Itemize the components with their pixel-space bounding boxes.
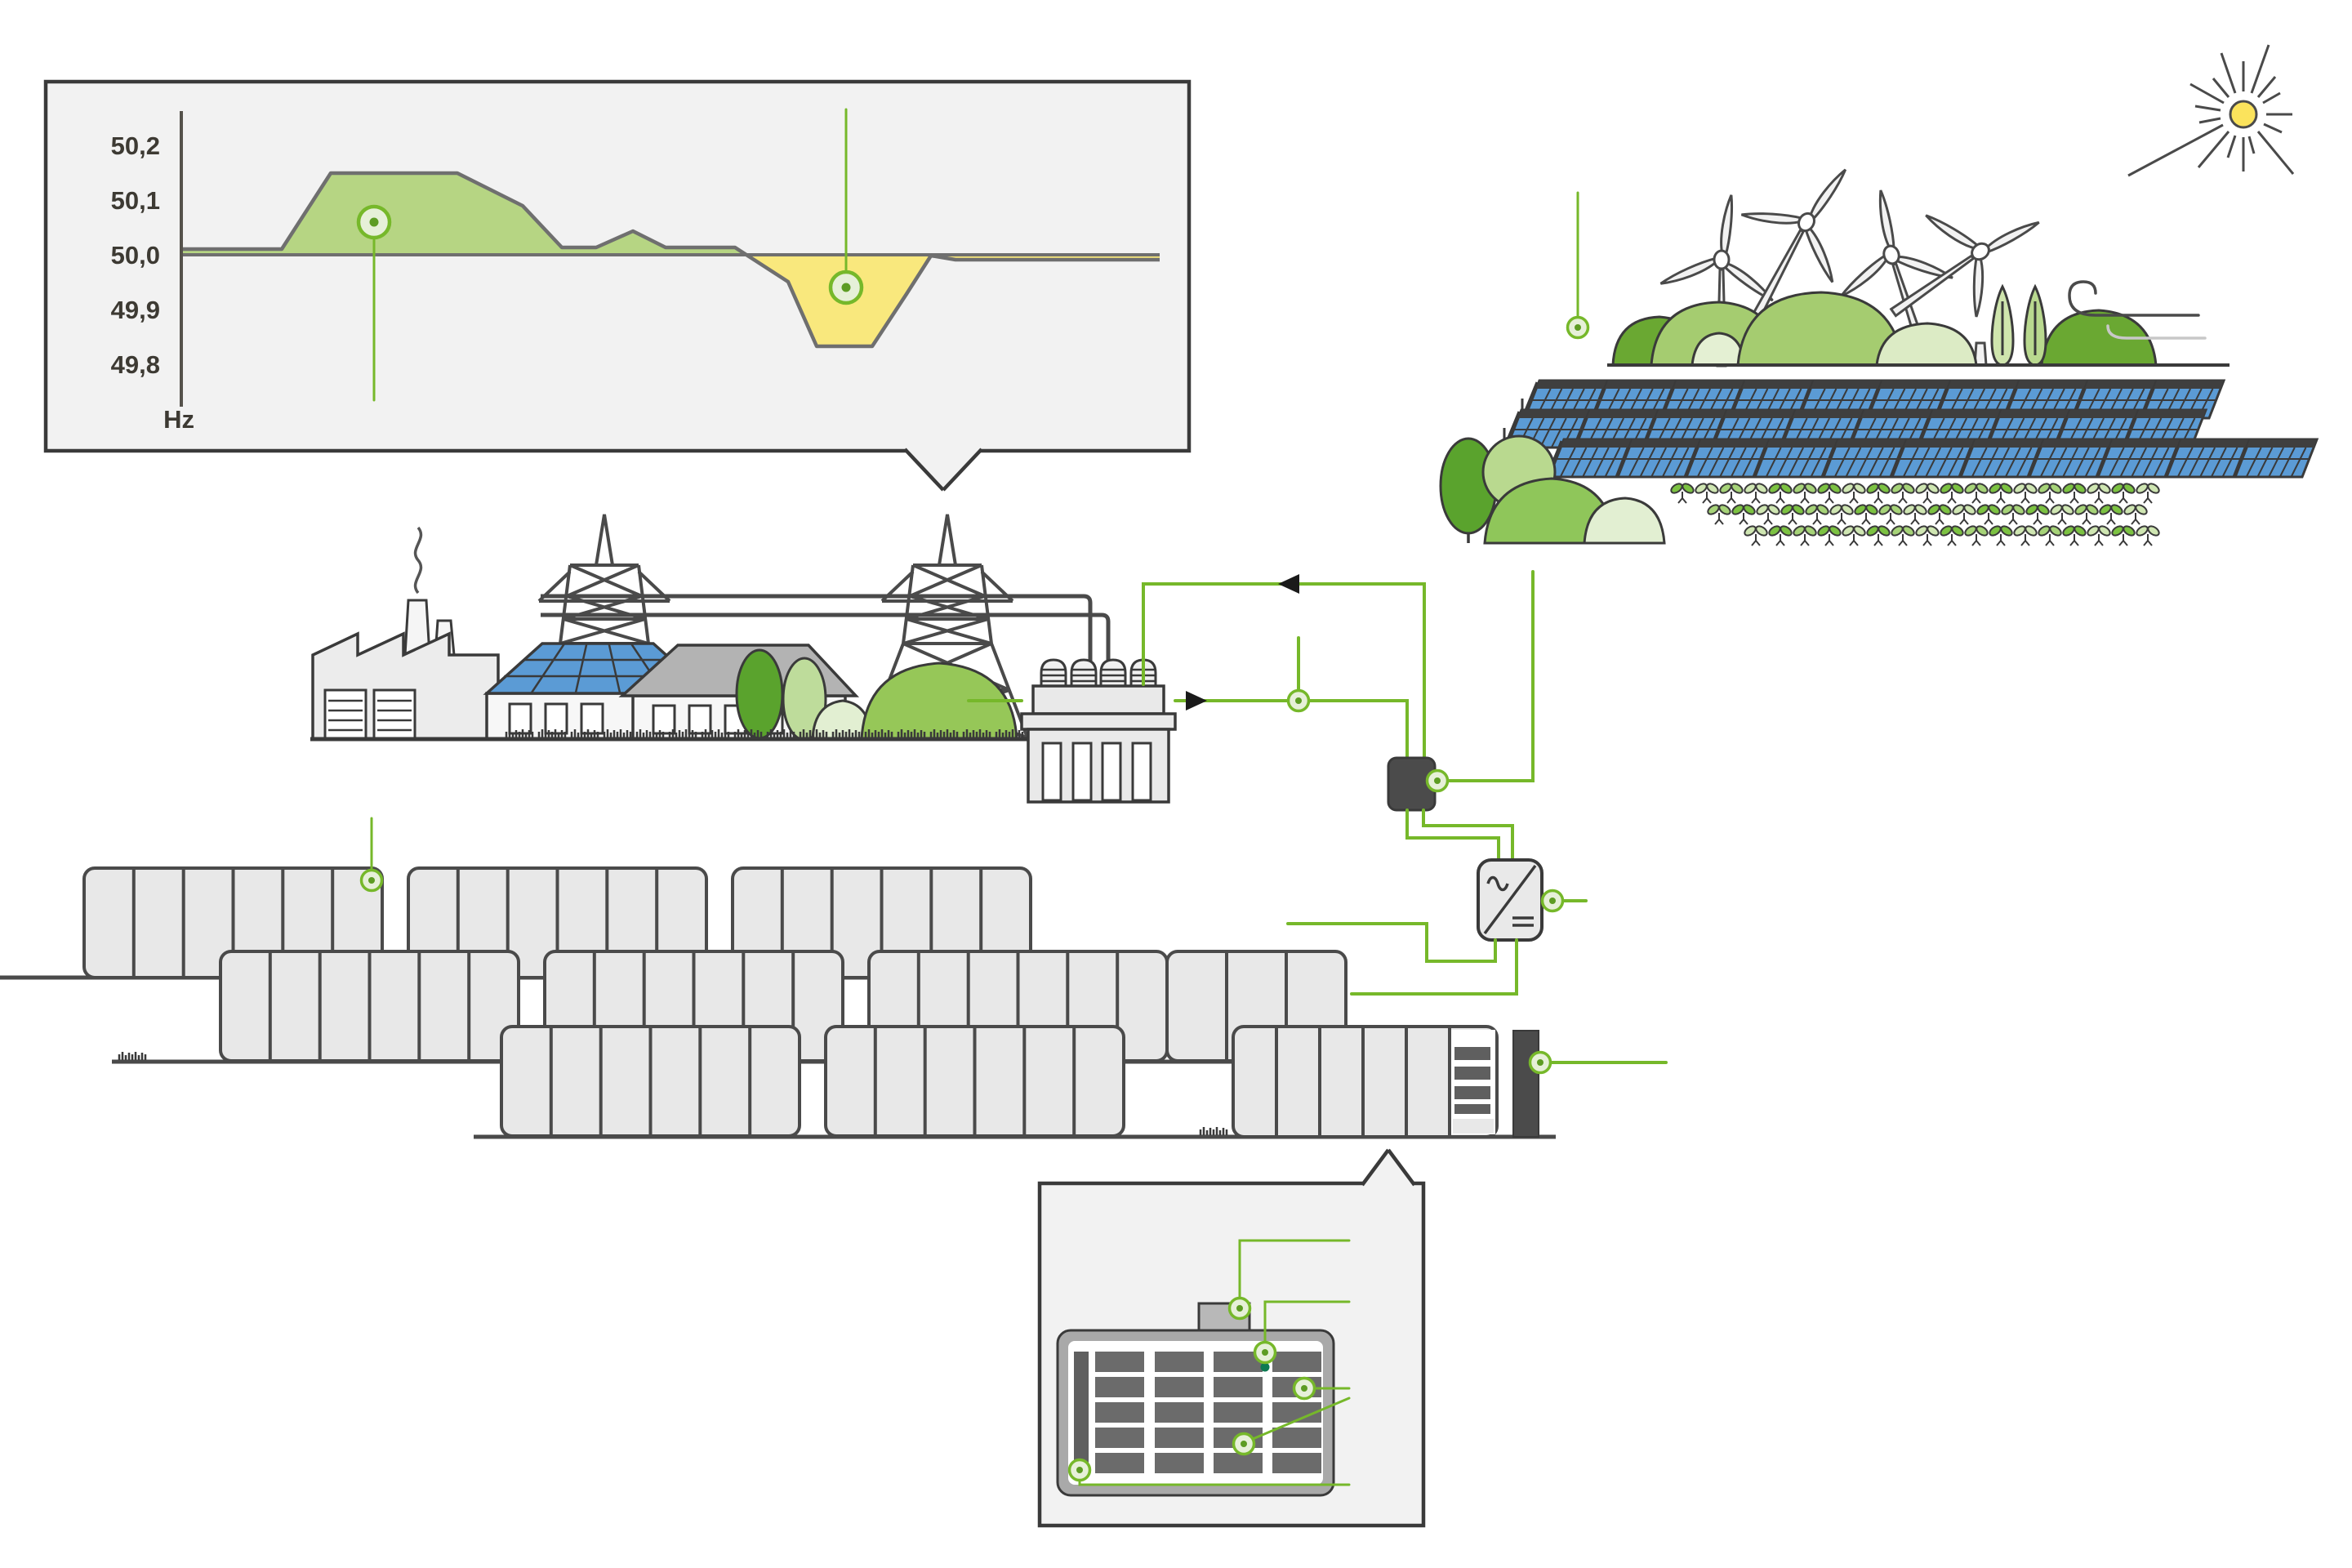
under-frequency-marker-icon [831, 272, 862, 303]
chart-frequency-line [183, 171, 1160, 349]
arrow-right-icon [1186, 691, 1207, 710]
transformer-top-box [1031, 684, 1165, 715]
battery-module-grid [1095, 1352, 1321, 1473]
rack-modules [1454, 1047, 1490, 1114]
tick-50-0: 50,0 [111, 241, 160, 270]
status-dot [1260, 1362, 1270, 1372]
tick-49-9: 49,9 [111, 296, 160, 324]
smoke-icon [413, 526, 423, 595]
seedling-field [1668, 481, 2162, 546]
metering-node-icon [1286, 688, 1311, 713]
slab-marker-icon [1528, 1050, 1552, 1075]
dc-link-line [1422, 808, 1514, 862]
callout-pointer-up [1362, 1150, 1414, 1187]
control-unit-marker-icon [1425, 768, 1450, 793]
bushing-icons [1040, 658, 1157, 689]
battery-detail-callout [1037, 1148, 1426, 1528]
tree-icon [735, 648, 784, 740]
transformer-fins [1041, 742, 1152, 802]
dc-symbol [1512, 916, 1534, 927]
wind-icon [2068, 280, 2207, 340]
tree-icon [1990, 285, 2015, 367]
rack-controller-column [1074, 1352, 1089, 1474]
battery-container [219, 950, 520, 1062]
transformer-collar [1020, 712, 1177, 731]
callout-pointer [905, 448, 982, 490]
control-circuit [967, 570, 1588, 996]
battery-marker-icon [359, 868, 384, 893]
battery-container [500, 1025, 801, 1138]
tick-49-8: 49,8 [111, 350, 160, 379]
module-marker-icon-2 [1232, 1432, 1256, 1456]
field-transformer-icon [1512, 1030, 1539, 1138]
bush-icon [1583, 497, 1666, 545]
transformer-station [1020, 658, 1177, 804]
renewables-feed-line [1446, 570, 1535, 782]
unit-label-hz: Hz [163, 405, 194, 434]
battery-line-a [1286, 922, 1497, 963]
module-leader-line-2 [1251, 1396, 1351, 1441]
sun-icon [2127, 44, 2295, 177]
sensor-marker-icon [1253, 1340, 1277, 1365]
feed-out-line [1174, 699, 1409, 760]
seedling-row [1705, 502, 2149, 525]
battery-field [0, 817, 1668, 1139]
hvac-leader-line [1238, 1239, 1351, 1299]
over-frequency-marker-icon [359, 207, 390, 238]
ac-symbol [1486, 875, 1509, 892]
tree-icon [2023, 285, 2047, 367]
renewables-marker-icon [1566, 315, 1590, 340]
seedling-row [1742, 523, 2162, 546]
tree-cluster [1439, 434, 1666, 545]
battery-line-b [1350, 938, 1518, 996]
tick-50-1: 50,1 [111, 186, 160, 215]
controller-marker-icon [1067, 1458, 1092, 1482]
seedling-row [1668, 481, 2162, 504]
dc-link-line [1405, 808, 1500, 862]
arrow-left-icon [1278, 574, 1299, 594]
power-lines [541, 594, 1111, 684]
inverter-icon [1477, 858, 1544, 942]
hills [1611, 285, 2158, 367]
bush-icon [860, 662, 1018, 741]
solar-farm [1503, 379, 2319, 479]
renewables-scene [1439, 44, 2319, 546]
factory-icon [311, 526, 500, 741]
chart-y-tick-labels: 50,2 50,1 50,0 49,9 49,8 Hz [111, 131, 194, 434]
hvac-marker-icon [1227, 1296, 1252, 1321]
chart-area-above [183, 173, 749, 255]
solar-panel-row [1545, 438, 2319, 479]
city-scene [310, 513, 1111, 742]
battery-container [824, 1025, 1125, 1138]
module-marker-icon [1292, 1376, 1316, 1401]
tick-50-2: 50,2 [111, 131, 160, 160]
return-line [1142, 582, 1426, 760]
chart-callout-box [43, 79, 1192, 453]
inverter-marker-icon [1540, 889, 1565, 913]
sensor-leader-line [1263, 1300, 1351, 1344]
city-trees [735, 648, 1018, 742]
battery-container-open [1232, 1025, 1499, 1138]
factory-doors [323, 688, 416, 741]
frequency-chart-callout: 50,2 50,1 50,0 49,9 49,8 Hz [43, 79, 1192, 492]
